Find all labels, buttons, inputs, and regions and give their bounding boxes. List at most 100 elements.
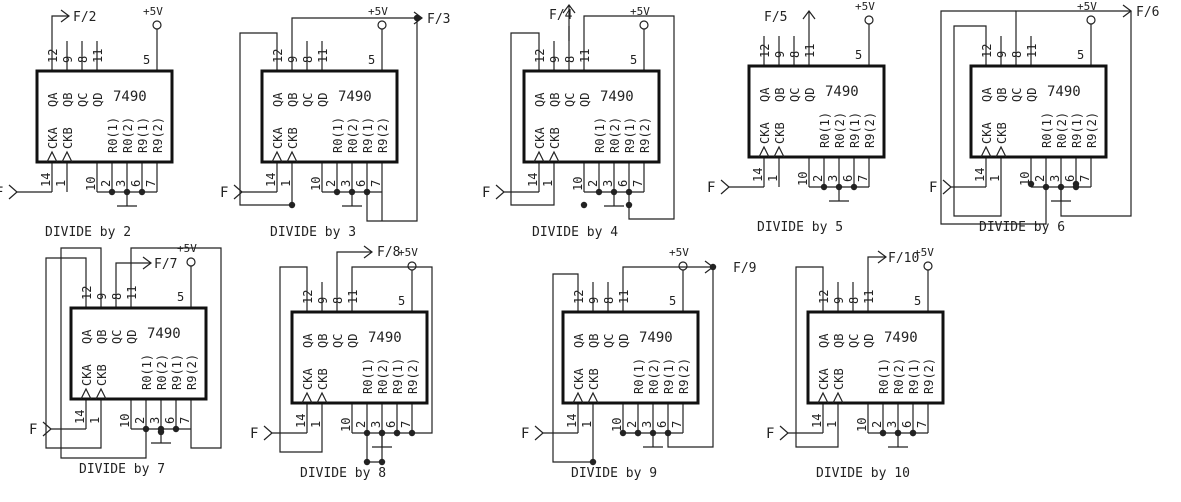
pin-number: 11 (803, 44, 817, 58)
pin-number: 1 (54, 180, 68, 187)
output-pin-label: QB (61, 93, 75, 107)
pin-number: 10 (855, 418, 869, 432)
junction-dot (820, 183, 828, 191)
feedback-wire (552, 273, 594, 463)
reset-pin-label: R9(1) (361, 117, 375, 153)
junction-dot (108, 188, 116, 196)
pin-number: 2 (1033, 175, 1047, 182)
pin-number: 14 (294, 414, 308, 428)
reset-pin-label: R0(2) (833, 112, 847, 148)
ic-7490-body (969, 64, 1108, 159)
reset-pin-label: R9(2) (376, 117, 390, 153)
pin-number: 12 (46, 49, 60, 63)
junction-dot (288, 201, 296, 209)
junction-dot (625, 201, 633, 209)
pin-number: 1 (766, 175, 780, 182)
junction-dot (172, 425, 180, 433)
input-arrow-icon (233, 184, 243, 200)
pin-number: 5 (630, 53, 637, 67)
reset-pin-label: R0(2) (1055, 112, 1069, 148)
input-label: F (250, 426, 258, 442)
circuit-caption: DIVIDE by 8 (300, 466, 386, 481)
junction-dot (595, 188, 603, 196)
reset-pin-label: R9(1) (907, 358, 921, 394)
output-pin-label: QA (817, 333, 831, 348)
junction-dot (1027, 180, 1035, 188)
reset-pin-label: R0(2) (121, 117, 135, 153)
feedback-wire (940, 10, 1047, 225)
pin-number: 11 (316, 49, 330, 63)
pin-number: 11 (91, 49, 105, 63)
input-arrow-icon (42, 421, 52, 437)
reset-pin-label: R9(1) (848, 112, 862, 148)
pin-number: 8 (331, 297, 345, 304)
pin-number: 3 (640, 421, 654, 428)
pin-number: 7 (915, 421, 929, 428)
pin-number: 1 (88, 417, 102, 424)
feedback-wire (667, 267, 714, 448)
input-arrow-icon (942, 179, 952, 195)
ic-part-number: 7490 (639, 330, 673, 346)
output-pin-label: QC (847, 334, 861, 348)
clock-triangle-icon (587, 391, 599, 404)
vcc-terminal-icon (864, 15, 874, 25)
pin-number: 6 (384, 421, 398, 428)
vcc-terminal-icon (1086, 15, 1096, 25)
output-pin-label: QC (301, 93, 315, 107)
pin-number: 8 (1010, 51, 1024, 58)
clock-pin-label: CKB (61, 127, 75, 149)
junction-dot (634, 429, 642, 437)
pin-number: 1 (279, 180, 293, 187)
pin-number: 14 (73, 410, 87, 424)
pin-number: 12 (80, 286, 94, 300)
pin-number: 12 (758, 44, 772, 58)
reset-pin-label: R0(2) (155, 354, 169, 390)
input-arrow-icon (495, 184, 505, 200)
pin-number: 10 (118, 414, 132, 428)
arrow-head-icon (802, 10, 816, 20)
output-pin-label: QA (271, 92, 285, 107)
pin-number: 10 (796, 172, 810, 186)
input-label: F (929, 180, 937, 196)
vcc-terminal-icon (186, 257, 196, 267)
pin-number: 8 (602, 297, 616, 304)
pin-number: 11 (617, 290, 631, 304)
input-arrow-icon (720, 179, 730, 195)
output-pin-label: QD (617, 334, 631, 348)
clock-pin-label: CKB (995, 122, 1009, 144)
circuit-caption: DIVIDE by 3 (270, 225, 356, 240)
reset-pin-label: R9(2) (406, 358, 420, 394)
junction-dot (894, 429, 902, 437)
pin-number: 2 (324, 180, 338, 187)
junction-dot (157, 428, 165, 436)
output-label: F/2 (73, 10, 96, 25)
input-label: F (482, 185, 490, 201)
clock-triangle-icon (46, 150, 58, 163)
feedback-wire (795, 266, 839, 448)
ic-7490-body (260, 69, 399, 164)
pin-number: 10 (309, 177, 323, 191)
pin-number: 1 (309, 421, 323, 428)
clock-triangle-icon (758, 145, 770, 158)
output-label: F/9 (733, 261, 756, 276)
junction-dot (413, 14, 421, 22)
circuit-caption: DIVIDE by 6 (979, 220, 1065, 235)
clock-pin-label: CKA (533, 127, 547, 149)
reset-pin-label: R9(2) (185, 354, 199, 390)
clock-pin-label: CKB (832, 368, 846, 390)
clock-triangle-icon (533, 150, 545, 163)
input-arrow-icon (263, 425, 273, 441)
supply-label: +5V (855, 0, 875, 13)
pin-number: 9 (95, 293, 109, 300)
feedback-wire (351, 266, 433, 434)
pin-number: 6 (900, 421, 914, 428)
output-pin-label: QC (1010, 88, 1024, 102)
clock-triangle-icon (286, 150, 298, 163)
junction-dot (393, 429, 401, 437)
clock-pin-label: CKA (80, 364, 94, 386)
output-pin-label: QC (76, 93, 90, 107)
output-pin-label: QC (563, 93, 577, 107)
pin-number: 2 (354, 421, 368, 428)
